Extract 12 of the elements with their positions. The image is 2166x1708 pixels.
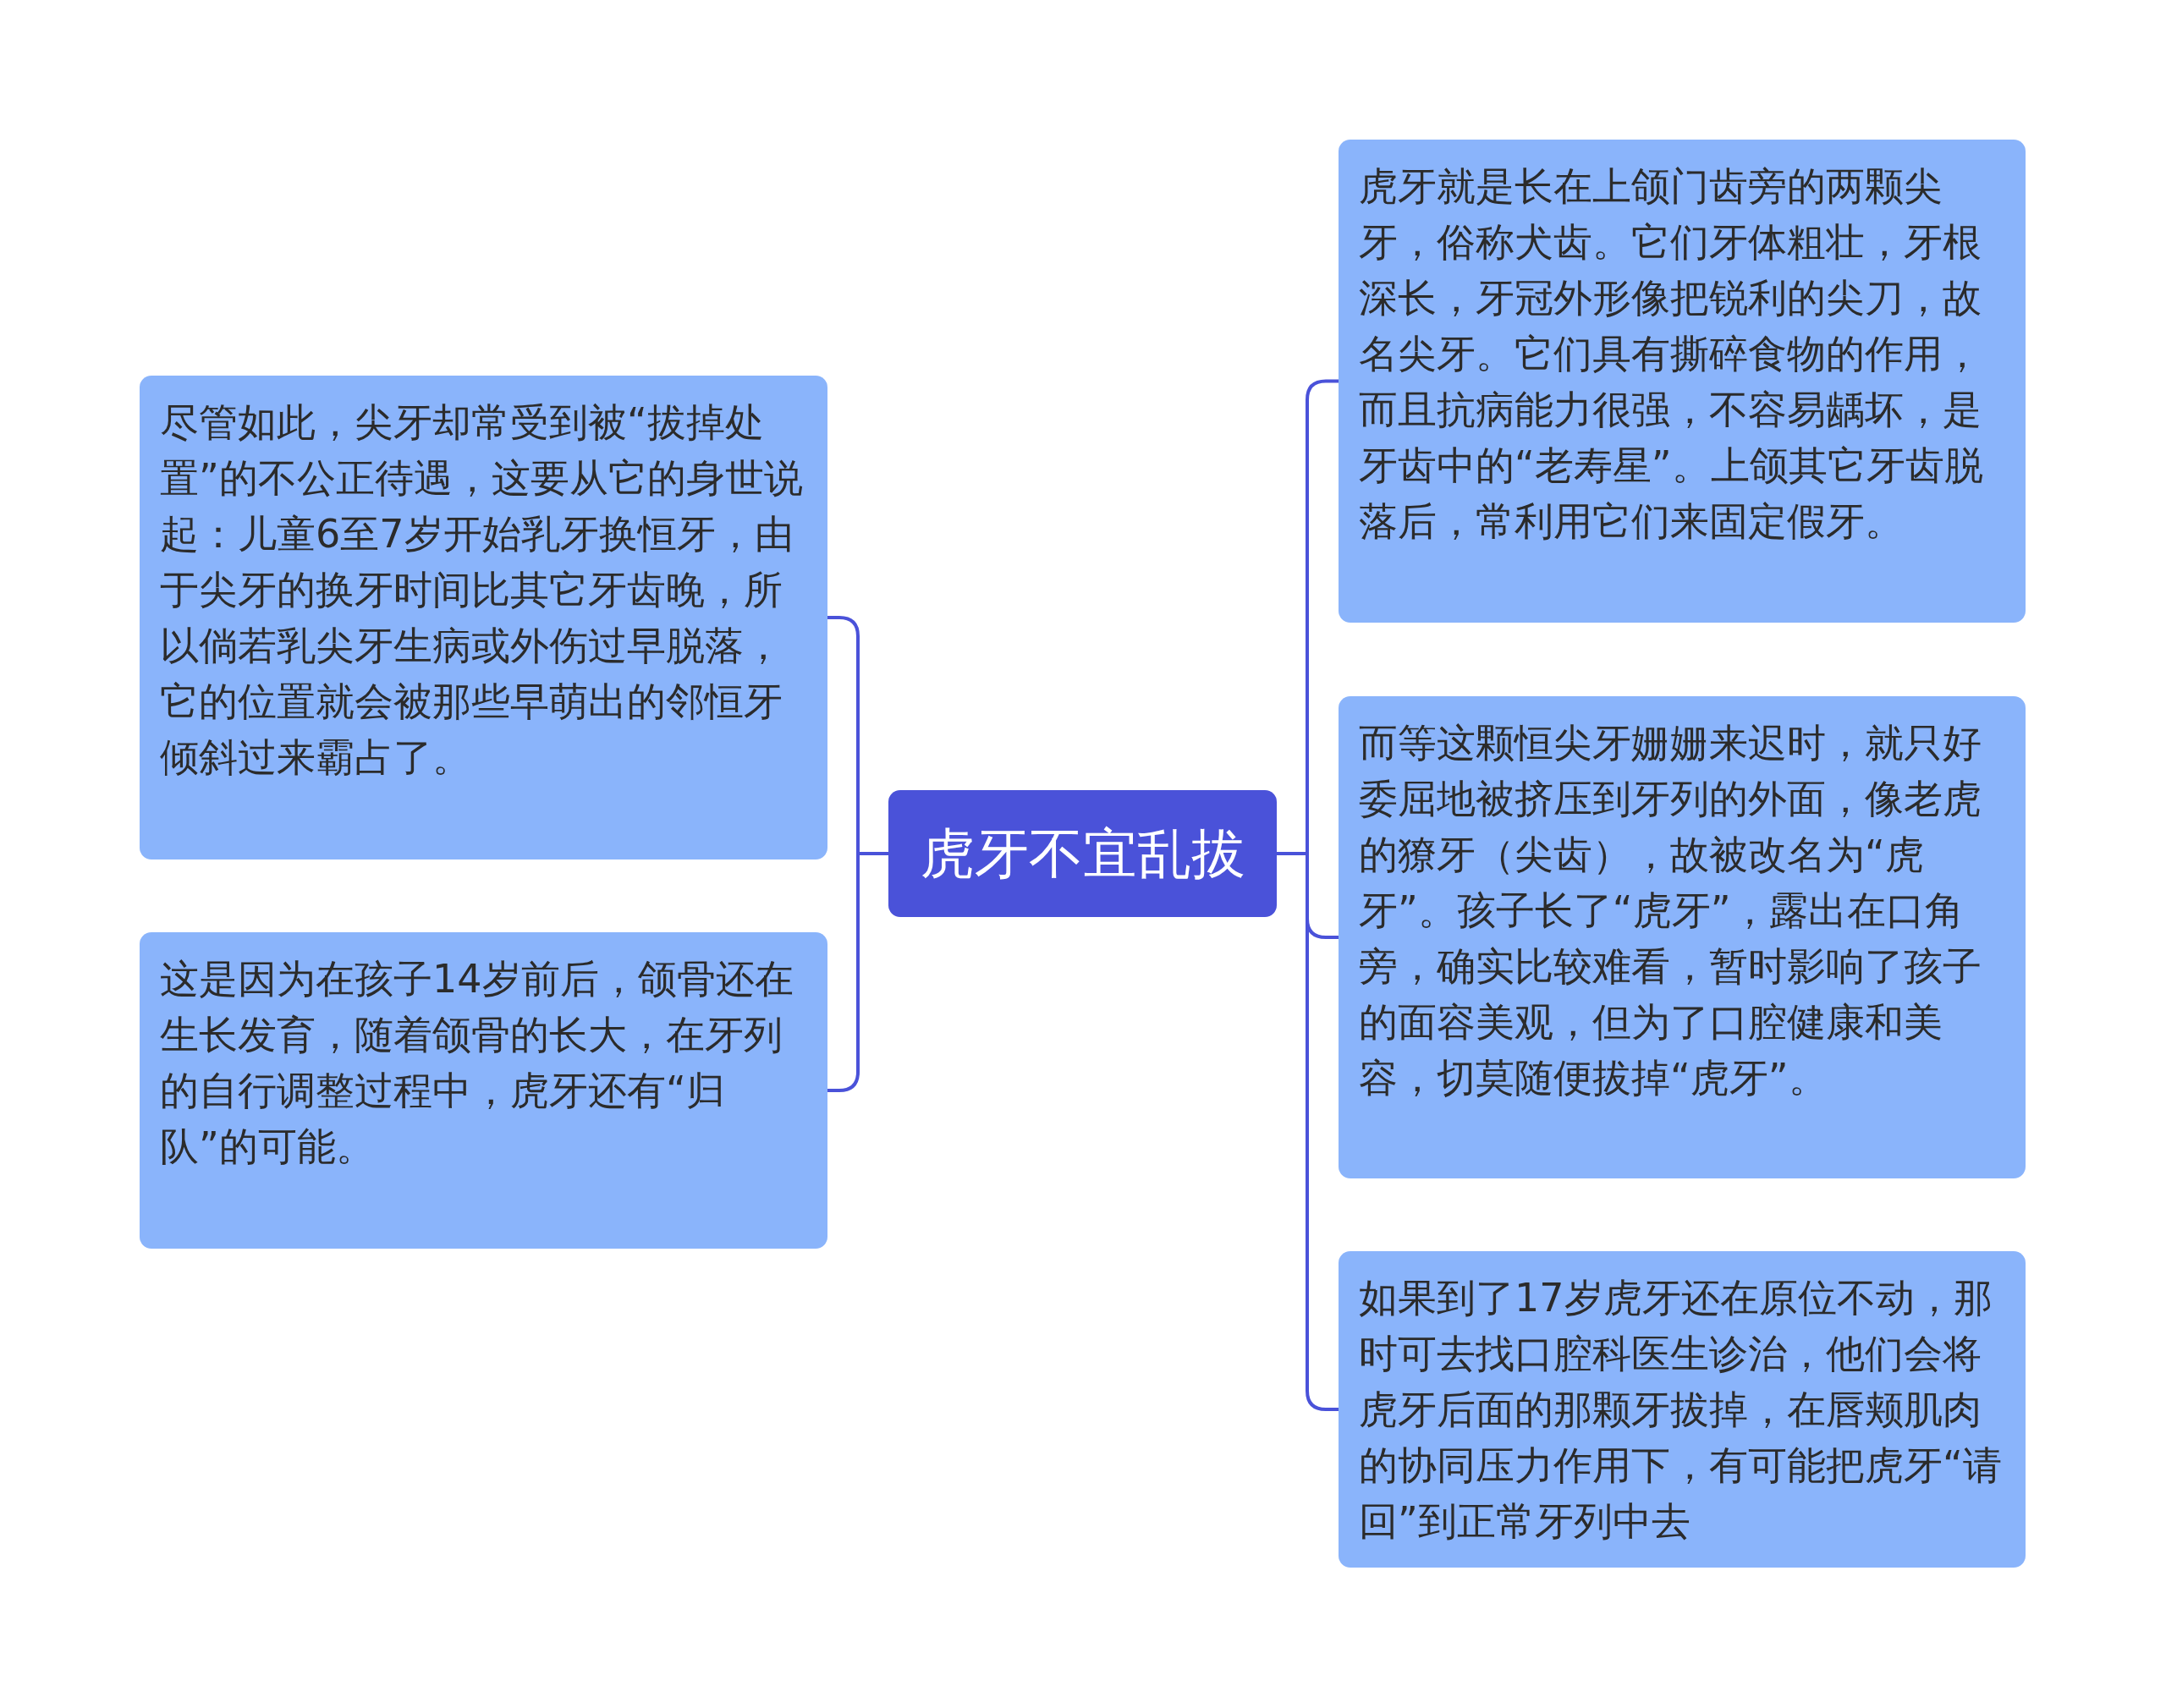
text-box [140, 932, 827, 1249]
paragraph: 尽管如此，尖牙却常受到被“拔掉处置”的不公正待遇，这要从它的身世说起：儿童6至7岁开始乳牙换恒牙，由于尖牙的换牙时间比其它牙齿晚，所以倘若乳尖牙生病或外伤过早脱落，它的位置就会被那些早萌出的邻恒牙倾斜过来霸占了。 [160, 398, 804, 782]
text-box [1339, 696, 2026, 1178]
paragraph: 虎牙就是长在上颌门齿旁的两颗尖牙，俗称犬齿。它们牙体粗壮，牙根深长，牙冠外形像把锐利的尖刀，故名尖牙。它们具有撕碎食物的作用，而且抗病能力很强，不容易龋坏，是牙齿中的“老寿星”。上颌其它牙齿脱落后，常利用它们来固定假牙。 [1359, 162, 1984, 546]
paragraph: 这是因为在孩子14岁前后，颌骨还在生长发育，随着颌骨的长大，在牙列的自行调整过程中，虎牙还有“归队”的可能。 [160, 955, 794, 1171]
text-box [140, 376, 827, 859]
topic-title: 虎牙不宜乱拔 [920, 826, 1245, 881]
text-box [1339, 1251, 2026, 1568]
text-box [1339, 140, 2026, 623]
paragraph: 而等这颗恒尖牙姗姗来迟时，就只好委屈地被挤压到牙列的外面，像老虎的獠牙（尖齿），故被改名为“虎牙”。孩子长了“虎牙”，露出在口角旁，确实比较难看，暂时影响了孩子的面容美观，但为了口腔健康和美容，切莫随便拔掉“虎牙”。 [1359, 719, 1982, 1102]
topic-box [888, 790, 1277, 917]
paragraph: 如果到了17岁虎牙还在原位不动，那时可去找口腔科医生诊治，他们会将虎牙后面的那颗牙拔掉，在唇颊肌肉的协同压力作用下，有可能把虎牙“请回”到正常牙列中去 [1359, 1274, 2003, 1546]
